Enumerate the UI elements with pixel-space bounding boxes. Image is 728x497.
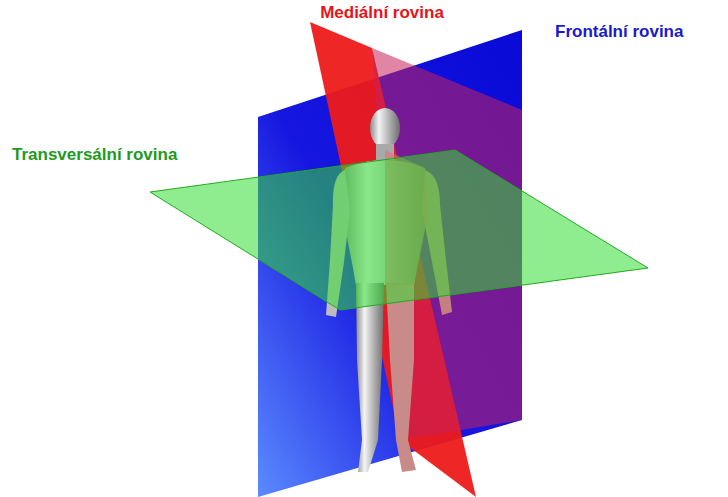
transverse-plane: [150, 150, 648, 310]
plane-name: Transversální rovina: [12, 145, 177, 165]
plane-name: Mediální rovina: [320, 3, 444, 23]
transverse-plane-edge: [150, 150, 648, 310]
plane-name: Frontální rovina: [555, 22, 683, 42]
